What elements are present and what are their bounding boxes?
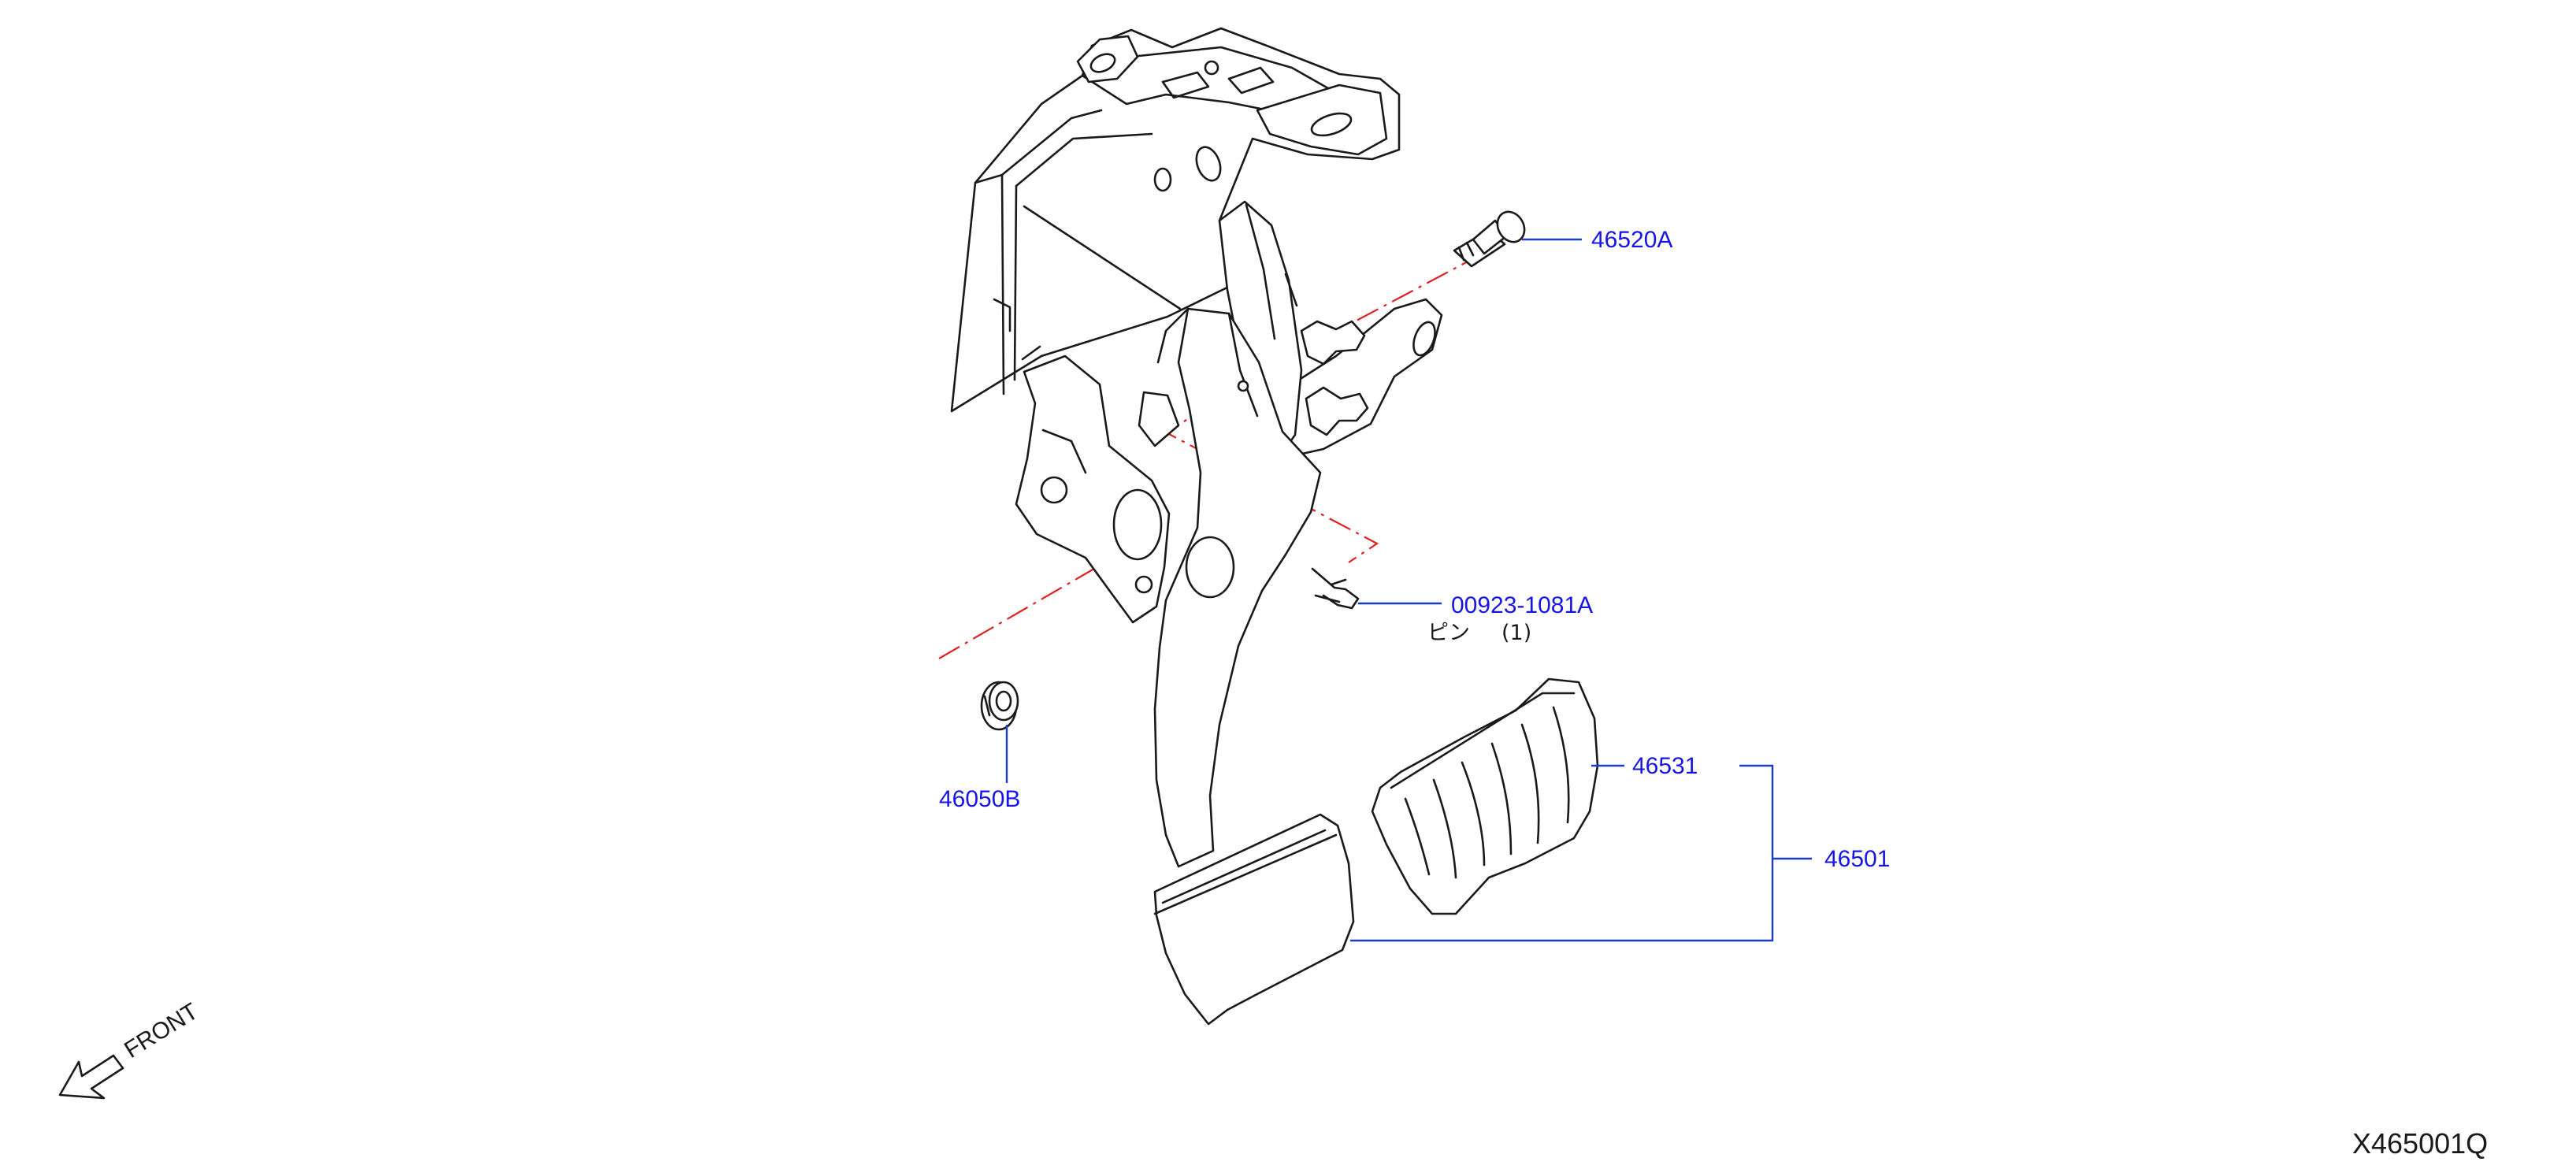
clip-pin-part	[1311, 567, 1360, 610]
clip-pin-quantity: (1)	[1501, 621, 1531, 645]
pedal-pad-installed	[1153, 813, 1355, 1026]
callout-bolt: 46520A	[1591, 227, 1672, 253]
pedal-arm	[1138, 200, 1322, 868]
front-label: FRONT	[120, 998, 202, 1063]
callout-leader-lines	[1005, 238, 1812, 942]
drawing-id: X465001Q	[2352, 1127, 2488, 1160]
callout-clip-pin: 00923-1081A	[1451, 592, 1593, 618]
nut-part	[980, 681, 1019, 731]
front-direction-indicator: FRONT	[58, 998, 202, 1100]
callout-labels: 46520A 00923-1081A ピン (1) 46050B 46531 4…	[939, 227, 1890, 872]
callout-pedal-pad: 46531	[1632, 753, 1698, 779]
callout-pedal-assembly: 46501	[1824, 846, 1890, 872]
callout-nut: 46050B	[939, 786, 1020, 812]
front-arrow-icon	[58, 1054, 124, 1100]
pedal-pad-exploded	[1371, 677, 1599, 915]
clip-pin-name: ピン	[1427, 621, 1470, 645]
bolt-part	[1453, 210, 1526, 268]
